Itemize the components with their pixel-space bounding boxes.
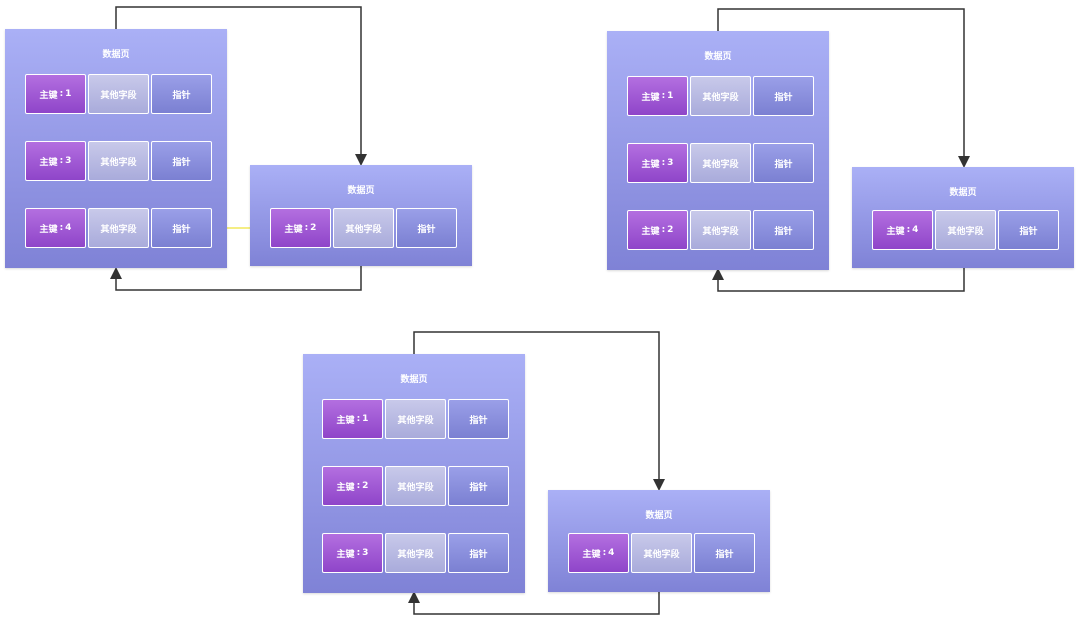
other-field-cell: 其他字段 <box>385 466 446 506</box>
other-field-cell: 其他字段 <box>690 143 751 183</box>
key-cell: 主键:4 <box>872 210 933 250</box>
other-field-cell: 其他字段 <box>385 533 446 573</box>
data-page-d3-left: 数据页 主键:1 其他字段 指针 主键:2 其他字段 指针 主键:3 其他字段 … <box>303 354 525 593</box>
record: 主键:3 其他字段 指针 <box>627 143 814 183</box>
page-title: 数据页 <box>949 188 977 198</box>
link-top-d1 <box>115 6 367 166</box>
pointer-cell: 指针 <box>151 141 212 181</box>
pointer-cell: 指针 <box>753 143 814 183</box>
key-cell: 主键:4 <box>25 208 86 248</box>
record: 主键:3 其他字段 指针 <box>322 533 509 573</box>
other-field-cell: 其他字段 <box>333 208 394 248</box>
pointer-cell: 指针 <box>694 533 755 573</box>
record: 主键:2 其他字段 指针 <box>627 210 814 250</box>
other-field-cell: 其他字段 <box>631 533 692 573</box>
pointer-cell: 指针 <box>396 208 457 248</box>
record: 主键:4 其他字段 指针 <box>872 210 1059 250</box>
key-cell: 主键:3 <box>322 533 383 573</box>
pointer-cell: 指针 <box>448 466 509 506</box>
link-bottom-d3 <box>408 591 660 615</box>
link-top-d2 <box>717 8 970 168</box>
other-field-cell: 其他字段 <box>935 210 996 250</box>
record: 主键:1 其他字段 指针 <box>322 399 509 439</box>
page-title: 数据页 <box>645 511 673 521</box>
record: 主键:4 其他字段 指针 <box>568 533 755 573</box>
other-field-cell: 其他字段 <box>88 74 149 114</box>
record: 主键:2 其他字段 指针 <box>270 208 457 248</box>
other-field-cell: 其他字段 <box>385 399 446 439</box>
link-bottom-d1 <box>110 266 362 291</box>
data-page-d1-left: 数据页 主键:1 其他字段 指针 主键:3 其他字段 指针 主键:4 其他字段 … <box>5 29 227 268</box>
page-title: 数据页 <box>102 50 130 60</box>
link-top-d3 <box>413 331 665 491</box>
page-title: 数据页 <box>400 375 428 385</box>
record: 主键:1 其他字段 指针 <box>25 74 212 114</box>
page-title: 数据页 <box>704 52 732 62</box>
pointer-cell: 指针 <box>448 399 509 439</box>
pointer-cell: 指针 <box>753 210 814 250</box>
pointer-cell: 指针 <box>998 210 1059 250</box>
record: 主键:2 其他字段 指针 <box>322 466 509 506</box>
key-cell: 主键:2 <box>322 466 383 506</box>
key-cell: 主键:2 <box>627 210 688 250</box>
data-page-d2-right: 数据页 主键:4 其他字段 指针 <box>852 167 1074 268</box>
pointer-cell: 指针 <box>753 76 814 116</box>
link-bottom-d2 <box>712 268 965 292</box>
data-page-d2-left: 数据页 主键:1 其他字段 指针 主键:3 其他字段 指针 主键:2 其他字段 … <box>607 31 829 270</box>
key-cell: 主键:1 <box>627 76 688 116</box>
record: 主键:3 其他字段 指针 <box>25 141 212 181</box>
other-field-cell: 其他字段 <box>690 210 751 250</box>
pointer-cell: 指针 <box>448 533 509 573</box>
record: 主键:1 其他字段 指针 <box>627 76 814 116</box>
pointer-cell: 指针 <box>151 74 212 114</box>
data-page-d3-right: 数据页 主键:4 其他字段 指针 <box>548 490 770 592</box>
pointer-cell: 指针 <box>151 208 212 248</box>
key-cell: 主键:2 <box>270 208 331 248</box>
record: 主键:4 其他字段 指针 <box>25 208 212 248</box>
page-title: 数据页 <box>347 186 375 196</box>
other-field-cell: 其他字段 <box>88 141 149 181</box>
data-page-d1-right: 数据页 主键:2 其他字段 指针 <box>250 165 472 266</box>
key-cell: 主键:1 <box>25 74 86 114</box>
other-field-cell: 其他字段 <box>690 76 751 116</box>
other-field-cell: 其他字段 <box>88 208 149 248</box>
key-cell: 主键:4 <box>568 533 629 573</box>
key-cell: 主键:3 <box>25 141 86 181</box>
key-cell: 主键:3 <box>627 143 688 183</box>
key-cell: 主键:1 <box>322 399 383 439</box>
